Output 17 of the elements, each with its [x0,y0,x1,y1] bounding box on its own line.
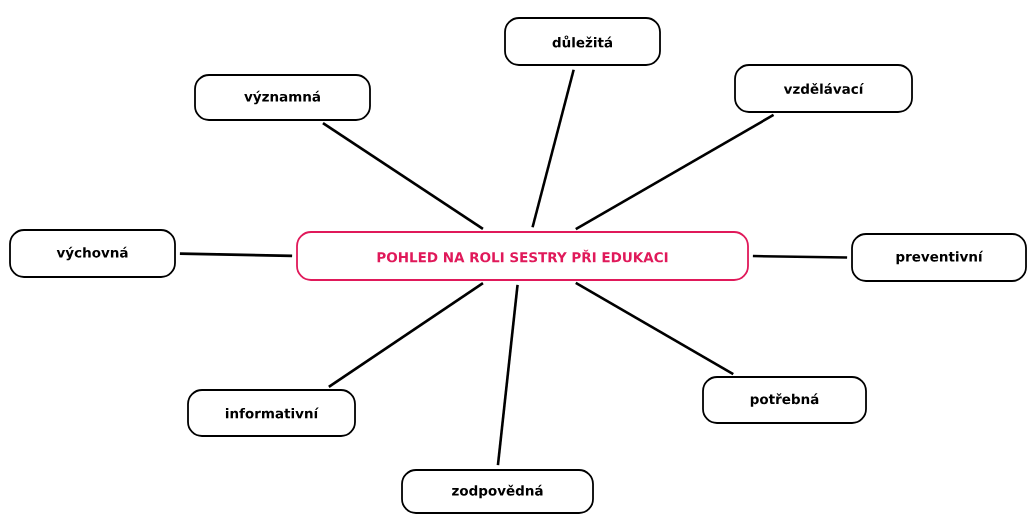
connector-line [322,122,484,230]
topic-box: potřebná [702,376,867,424]
connector-line [575,113,775,231]
topic-box: vzdělávací [734,64,913,113]
topic-box: zodpovědná [401,469,594,514]
topic-box: důležitá [504,17,661,66]
connector-line [328,282,484,388]
connector-line [575,281,734,376]
topic-box: informativní [187,389,356,437]
connector-line [752,254,848,259]
central-topic-box: POHLED NA ROLI SESTRY PŘI EDUKACI [296,231,749,281]
connector-line [496,284,519,466]
topic-box: preventivní [851,233,1027,282]
topic-box: výchovná [9,229,176,278]
connector-line [531,69,575,228]
topic-box: významná [194,74,371,121]
connector-line [179,252,293,258]
